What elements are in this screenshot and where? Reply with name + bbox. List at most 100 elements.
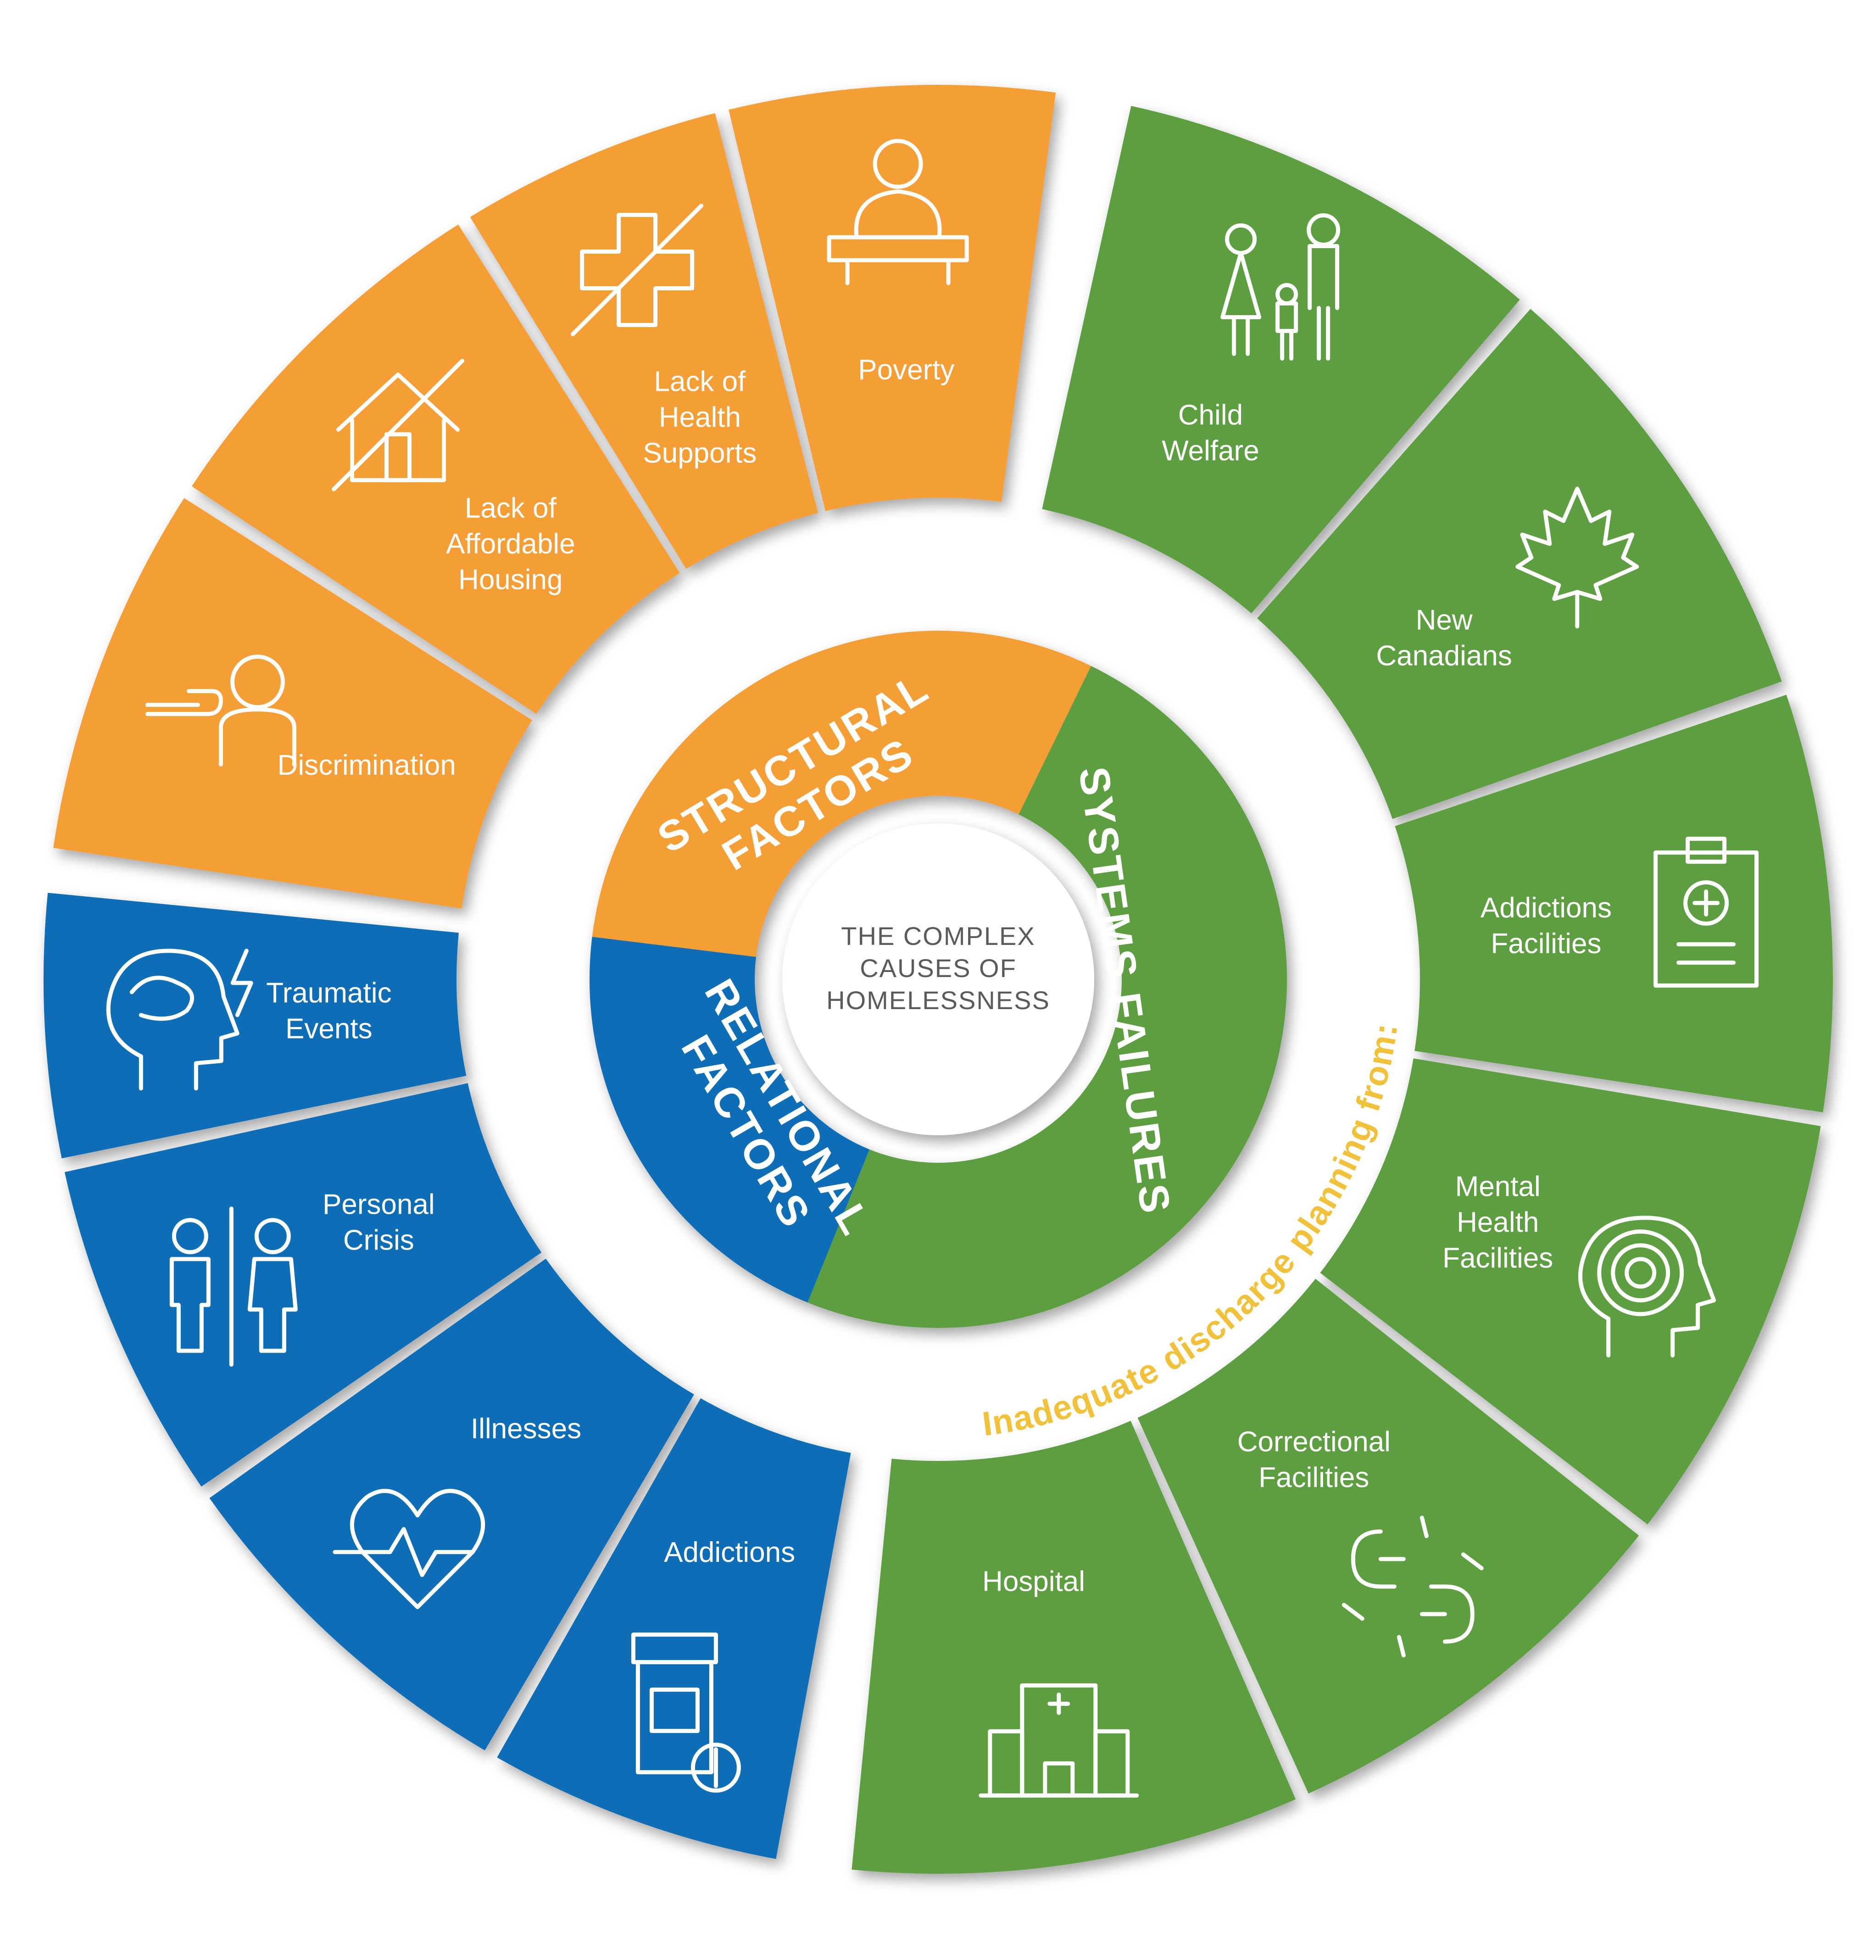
discrimination-pointing-icon-stroke	[145, 689, 223, 716]
segment-label-2-2: Supports	[643, 438, 757, 469]
segment-illnesses	[209, 1258, 694, 1751]
person-sitting-icon	[827, 139, 969, 285]
clipboard-medical-icon-circle	[1683, 880, 1729, 926]
no-health-cross-icon-stroke	[571, 204, 704, 337]
pill-bottle-icon-circle	[690, 1743, 741, 1793]
clipboard-medical-icon-rect	[1686, 837, 1727, 864]
segment-label-4-1: Welfare	[1162, 435, 1259, 467]
segment-addictions	[497, 1398, 851, 1859]
center-title-line-3: HOMELESSNESS	[826, 986, 1050, 1015]
clipboard-medical-icon	[1653, 837, 1759, 988]
segment-label-2-0: Lack of	[654, 366, 746, 398]
segment-traumatic-events	[43, 893, 467, 1159]
relational-factors-segment	[590, 937, 870, 1303]
mind-head-icon-stroke	[1578, 1216, 1716, 1358]
family-icon	[1220, 213, 1341, 361]
person-sitting-icon-circle	[873, 139, 923, 189]
structural-factors-segment	[590, 631, 1091, 964]
segment-poverty	[729, 84, 1056, 511]
broken-chain-icon-stroke	[1420, 1584, 1475, 1644]
discrimination-pointing-icon	[145, 655, 296, 767]
segment-label-5-0: New	[1416, 604, 1473, 636]
person-sitting-icon-stroke	[854, 189, 942, 239]
segment-label-12-1: Crisis	[343, 1224, 414, 1256]
hospital-building-icon-rect	[1043, 1761, 1075, 1798]
segment-label-1-2: Housing	[458, 564, 562, 595]
center-title-line-1: THE COMPLEX	[841, 922, 1035, 950]
no-health-cross-icon	[571, 204, 704, 337]
pill-bottle-icon	[631, 1632, 741, 1793]
clipboard-medical-icon-rect	[1653, 850, 1759, 988]
couple-icon-stroke	[169, 1257, 211, 1353]
family-icon-stroke	[1275, 301, 1298, 361]
no-house-icon	[331, 359, 464, 492]
no-house-icon-rect	[384, 432, 412, 483]
pill-bottle-icon-rect	[635, 1660, 713, 1775]
segment-label-7-0: Mental	[1455, 1171, 1541, 1202]
segment-label-0-0: Discrimination	[278, 750, 456, 781]
couple-icon-circle	[254, 1218, 291, 1255]
segment-label-12-0: Personal	[323, 1188, 435, 1220]
inner-ring	[590, 631, 1287, 1328]
mind-head-icon-circle	[1597, 1229, 1684, 1316]
mind-head-icon-circle	[1611, 1243, 1670, 1303]
segment-label-7-2: Facilities	[1442, 1242, 1553, 1274]
family-icon-stroke	[1308, 244, 1340, 361]
segment-correctional-facilities	[1137, 1278, 1639, 1794]
discrimination-pointing-icon-circle	[230, 655, 285, 710]
heartbeat-icon	[333, 1488, 485, 1610]
segment-label-1-1: Affordable	[446, 528, 575, 560]
broken-chain-icon	[1342, 1516, 1484, 1658]
segment-label-2-1: Health	[659, 402, 741, 433]
segment-icons	[106, 139, 1759, 1798]
couple-icon	[169, 1206, 298, 1367]
segment-label-6-0: Addictions	[1481, 892, 1612, 924]
no-house-icon-stroke	[331, 359, 464, 492]
head-trauma-icon-stroke	[230, 949, 253, 1017]
segment-label-8-1: Facilities	[1258, 1462, 1369, 1494]
segment-addictions-facilities	[1395, 694, 1833, 1112]
heartbeat-icon-stroke	[333, 1527, 475, 1577]
mind-head-icon-circle	[1625, 1257, 1657, 1289]
segment-label-6-1: Facilities	[1491, 928, 1601, 960]
discrimination-pointing-icon-stroke	[218, 707, 296, 767]
person-sitting-icon-stroke	[827, 235, 969, 285]
clipboard-medical-icon-stroke	[1676, 889, 1736, 965]
segment-label-13-1: Events	[285, 1013, 373, 1045]
center-circle	[782, 823, 1094, 1135]
center-title-line-2: CAUSES OF	[860, 954, 1017, 983]
segment-personal-crisis	[64, 1083, 542, 1487]
family-icon-stroke	[1220, 251, 1262, 356]
head-trauma-icon	[106, 949, 253, 1091]
segment-mental-health-facilities	[1320, 1058, 1821, 1525]
segment-label-4-0: Child	[1178, 400, 1243, 431]
pill-bottle-icon-rect	[649, 1688, 700, 1733]
segment-lack-of-affordable-housing	[191, 224, 680, 714]
segment-label-5-1: Canadians	[1376, 640, 1512, 672]
segment-label-7-1: Health	[1457, 1206, 1539, 1238]
hospital-building-icon	[979, 1683, 1139, 1798]
couple-icon-stroke	[247, 1257, 298, 1353]
segment-label-1-0: Lack of	[465, 492, 557, 524]
systems-failures-segment	[807, 666, 1287, 1328]
segment-hospital	[852, 1421, 1296, 1874]
segment-label-8-0: Correctional	[1237, 1426, 1391, 1458]
segment-lack-of-health-supports	[470, 113, 818, 569]
couple-icon-circle	[172, 1218, 208, 1255]
segment-label-9-0: Hospital	[982, 1566, 1085, 1598]
segment-label-11-0: Illnesses	[471, 1413, 581, 1445]
segment-label-13-0: Traumatic	[266, 977, 391, 1009]
mind-head-icon	[1578, 1216, 1716, 1358]
segment-label-10-0: Addictions	[664, 1537, 795, 1568]
heartbeat-icon-stroke	[350, 1488, 485, 1610]
segment-discrimination	[53, 498, 532, 909]
broken-chain-icon-stroke	[1351, 1529, 1406, 1589]
segment-label-3-0: Poverty	[858, 354, 954, 386]
head-trauma-icon-stroke	[106, 949, 239, 1091]
maple-leaf-icon-stroke	[1515, 487, 1639, 629]
broken-chain-icon-stroke	[1342, 1516, 1484, 1658]
head-trauma-icon-stroke	[129, 976, 194, 1021]
maple-leaf-icon	[1515, 487, 1639, 629]
